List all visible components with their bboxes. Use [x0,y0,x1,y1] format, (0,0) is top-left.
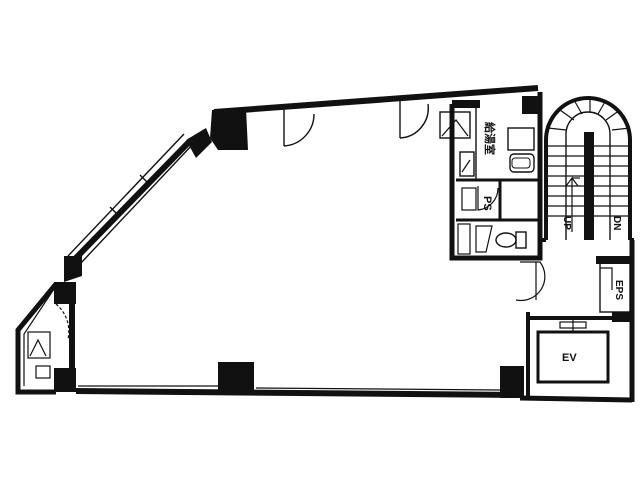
wall-blocks [54,108,524,398]
diagonal-window [67,133,194,265]
staircase [544,96,632,240]
service-block-fills [452,96,542,114]
outer-walls [69,85,539,398]
eps-label: EPS [613,280,624,300]
stair-down-label: DN [611,216,622,230]
bottom-window [78,385,501,391]
ev-label: EV [562,352,577,364]
left-small-room [15,282,70,395]
corridor-fills [596,256,632,322]
stair-up-label: UP [561,216,572,230]
top-door-1 [283,108,315,147]
service-block-walls [439,92,543,261]
top-door-2 [399,100,429,139]
storage-label: 給湯室 [483,122,497,155]
ps-label: PS [481,196,493,211]
